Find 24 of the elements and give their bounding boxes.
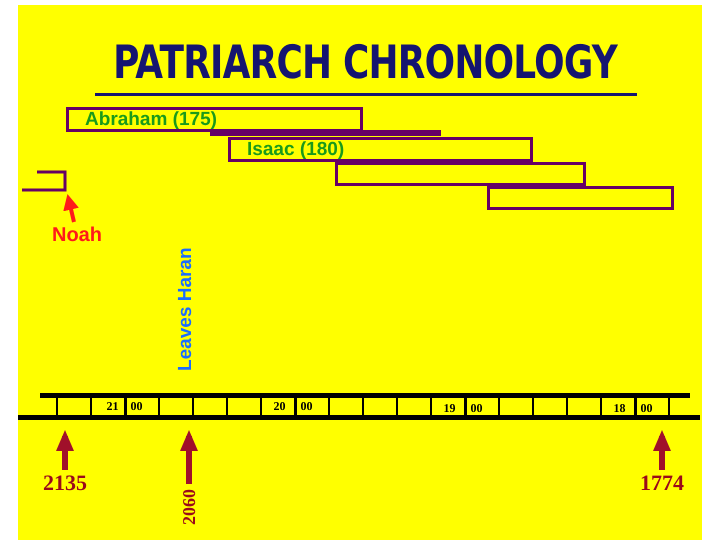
lifespan-bar bbox=[487, 186, 674, 210]
tick-label: 00 bbox=[130, 398, 144, 414]
overlap-bar bbox=[210, 130, 441, 136]
lifespan-bar bbox=[335, 162, 586, 186]
timeline-scale bbox=[18, 393, 700, 421]
tick-label: 00 bbox=[640, 400, 654, 416]
person-label: Noah bbox=[45, 222, 109, 248]
year-label: 2060 bbox=[176, 484, 202, 530]
tick-label: 19 bbox=[442, 400, 456, 416]
arrow bbox=[56, 430, 74, 470]
tick-label: 00 bbox=[300, 398, 314, 414]
arrow bbox=[63, 194, 79, 222]
tick-label: 18 bbox=[612, 400, 626, 416]
arrow bbox=[653, 430, 671, 470]
title: PATRIARCH CHRONOLOGY bbox=[112, 34, 619, 91]
year-label: 1774 bbox=[633, 470, 691, 496]
lifespan-bracket bbox=[20, 170, 67, 192]
lifespan-bar: Isaac (180) bbox=[228, 137, 533, 162]
tick-label: 00 bbox=[470, 400, 484, 416]
tick-label: 21 bbox=[106, 398, 120, 414]
arrow bbox=[180, 430, 198, 484]
event-label: Leaves Haran bbox=[174, 246, 197, 373]
year-label: 2135 bbox=[36, 470, 94, 496]
tick-label: 20 bbox=[272, 398, 286, 414]
